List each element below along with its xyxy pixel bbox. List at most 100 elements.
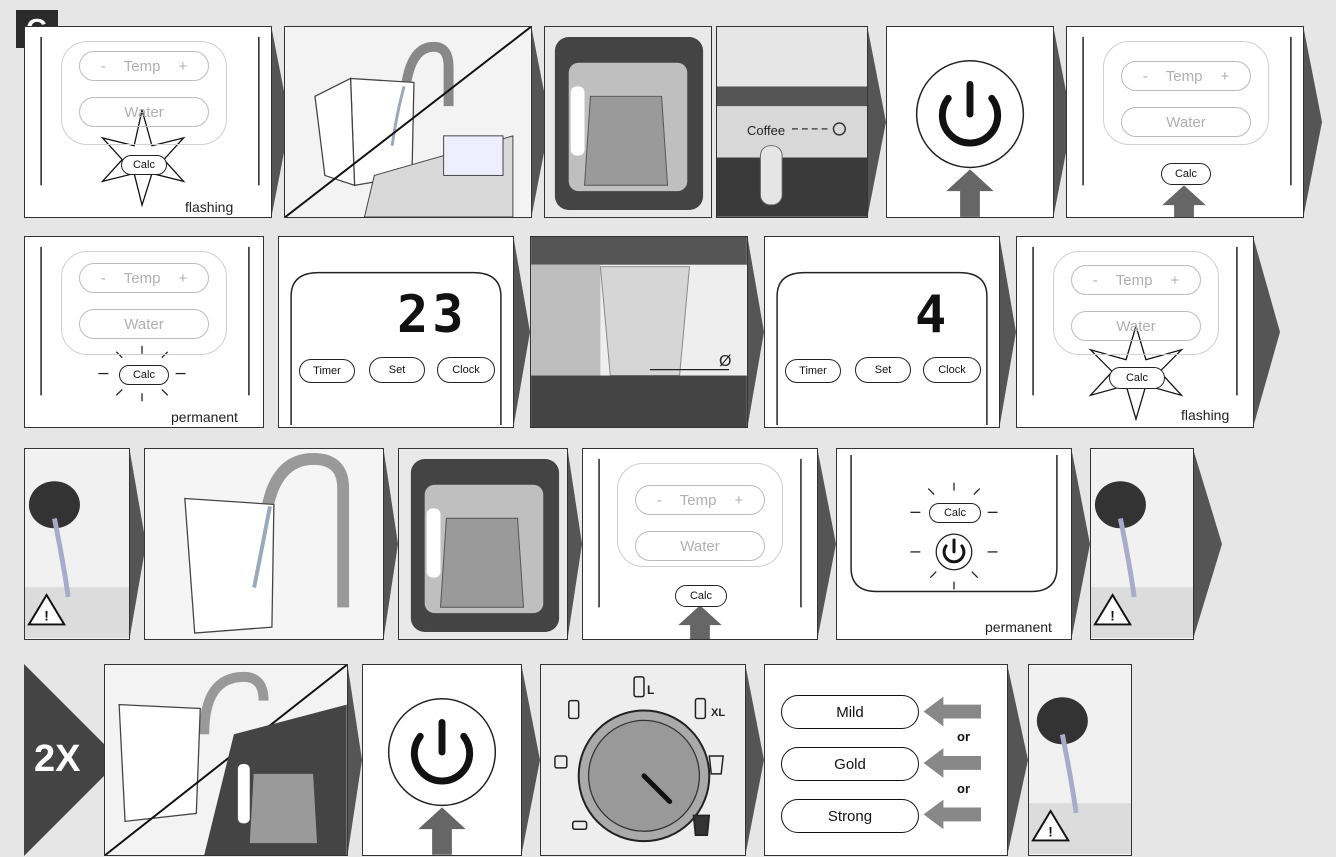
step-arrow-icon [868,30,886,214]
strength-gold-button: Gold [781,747,919,781]
press-arrow-icon [946,169,993,216]
pour-out-illustration: ! [1029,665,1131,855]
coffee-label: Coffee [747,123,785,138]
calc-button: Calc [1161,163,1211,185]
panel-press-calc-2: -Temp+ Water Calc [582,448,818,640]
panel-fill-and-insert [104,664,348,856]
clock-button: Clock [923,357,981,383]
panel-calc-permanent: -Temp+ Water Calc permanent [24,236,264,428]
svg-text:!: ! [1048,825,1053,840]
size-dial-illustration [541,665,745,855]
step-arrow-icon [1008,668,1028,852]
panel-calc-flashing: -Temp+ Water Calc flashing [24,26,272,218]
coffee-switch-illustration [717,27,867,217]
step-arrow-icon [1072,452,1090,636]
repeat-count: 2X [34,738,80,781]
step-arrow-icon [818,452,836,636]
calc-button: Calc [119,365,169,385]
step-arrow-icon [1194,452,1222,636]
panel-coffee-switch: Coffee [716,26,868,218]
machine-carafe-illustration [399,449,567,639]
temp-control: -Temp+ [79,263,209,293]
empty-symbol: Ø [719,353,731,371]
panel-brew-strength: Mild Gold Strong or or [764,664,1008,856]
size-xl-label: XL [711,707,725,719]
power-press-illustration [363,665,521,855]
timer-button: Timer [785,359,841,383]
empty-carafe-illustration [531,237,747,427]
step-arrow-icon [568,452,582,636]
fill-tank-illustration [285,27,531,217]
water-control: Water [1071,311,1201,341]
clock-button: Clock [437,357,495,383]
step-arrow-icon [1254,240,1280,424]
permanent-label: permanent [985,619,1052,635]
step-arrow-icon [514,240,530,424]
calc-power-illustration [837,449,1071,639]
fill-and-insert-illustration [105,665,347,855]
water-control: Water [79,97,209,127]
select-arrow-icon [924,800,981,830]
water-control: Water [1121,107,1251,137]
strength-strong-button: Strong [781,799,919,833]
step-arrow-icon [1304,30,1322,214]
display-digits: 4 [915,285,950,345]
step-arrow-icon [748,240,764,424]
step-arrow-icon [384,452,398,636]
flashing-label: flashing [1181,407,1229,423]
display-digits: 23 [397,285,468,345]
flashing-label: flashing [185,199,233,215]
panel-display-4: 4 Timer Set Clock [764,236,1000,428]
temp-control: -Temp+ [1121,61,1251,91]
display-frame [765,237,999,427]
power-press-illustration [887,27,1053,217]
panel-press-power-2 [362,664,522,856]
panel-insert-carafe-2 [398,448,568,640]
panel-pour-out-3: ! [1028,664,1132,856]
svg-text:!: ! [44,609,49,624]
step-arrow-icon [746,668,764,852]
calc-button: Calc [1109,367,1165,389]
display-frame [279,237,513,427]
panel-fill-tank [284,26,532,218]
strength-mild-button: Mild [781,695,919,729]
set-button: Set [855,357,911,383]
panel-calc-power-permanent: Calc permanent [836,448,1072,640]
fill-tank-illustration [145,449,383,639]
calc-button: Calc [675,585,727,607]
select-arrow-icon [924,697,981,727]
panel-press-calc: -Temp+ Water Calc [1066,26,1304,218]
panel-display-23: 23 Timer Set Clock [278,236,514,428]
permanent-label: permanent [171,409,238,425]
pour-out-illustration: ! [25,449,129,639]
press-arrow-icon [418,807,465,854]
svg-text:!: ! [1110,609,1115,624]
temp-control: -Temp+ [1071,265,1201,295]
water-control: Water [79,309,209,339]
set-button: Set [369,357,425,383]
temp-control: -Temp+ [79,51,209,81]
panel-calc-flashing-2: -Temp+ Water Calc flashing [1016,236,1254,428]
panel-pour-out: ! [24,448,130,640]
temp-control: -Temp+ [635,485,765,515]
machine-carafe-illustration [545,27,711,217]
pour-out-illustration: ! [1091,449,1193,639]
step-arrow-icon [1000,240,1016,424]
step-arrow-icon [522,668,540,852]
water-control: Water [635,531,765,561]
calc-button: Calc [121,155,167,175]
panel-size-dial: L XL [540,664,746,856]
select-arrow-icon [924,748,981,778]
step-arrow-icon [348,668,362,852]
panel-insert-carafe [544,26,712,218]
panel-pour-out-2: ! [1090,448,1194,640]
or-label: or [957,781,970,796]
timer-button: Timer [299,359,355,383]
or-label: or [957,729,970,744]
calc-button: Calc [929,503,981,523]
size-l-label: L [647,683,654,697]
panel-press-power [886,26,1054,218]
press-arrow-icon [678,605,722,639]
press-arrow-icon [1162,185,1206,217]
